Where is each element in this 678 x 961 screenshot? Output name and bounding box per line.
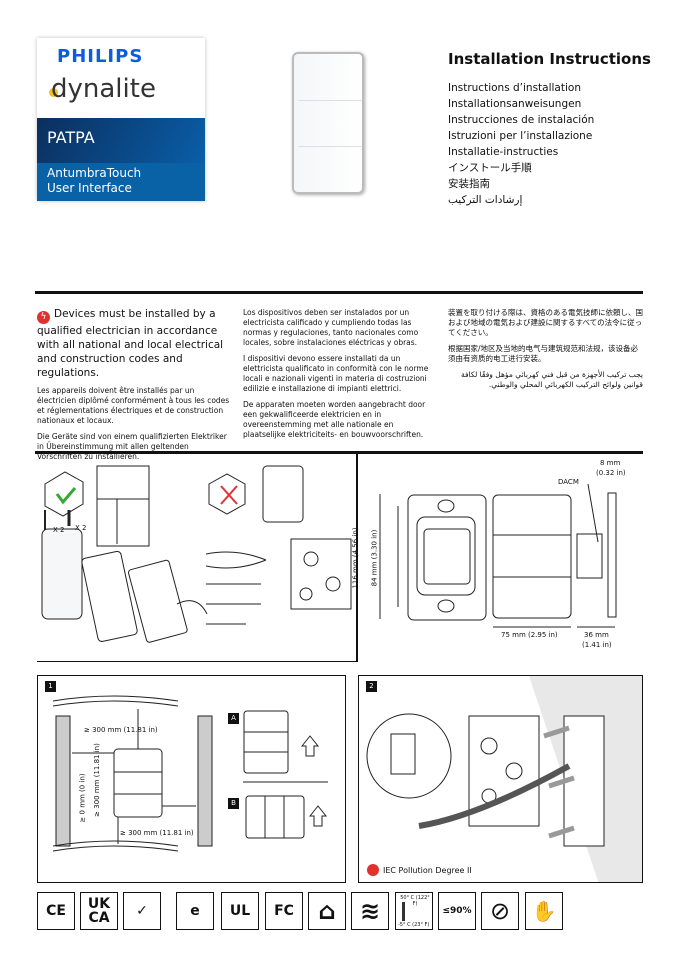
anchor-qty: X 2 — [75, 524, 87, 532]
dim-plate-depth-in: (0.32 in) — [596, 469, 626, 477]
dimensions-drawing — [379, 483, 617, 628]
product-image — [292, 52, 364, 194]
lightning-warning-icon: ϟ — [37, 311, 50, 324]
divider — [35, 291, 643, 294]
warning-es: Los dispositivos deben ser instalados po… — [243, 308, 419, 347]
wiring-drawing — [366, 676, 642, 882]
humidity-icon: ≤90% — [438, 892, 476, 930]
clearance-bottom: ≥ 300 mm (11.81 in) — [120, 829, 194, 837]
dim-depth: 36 mm — [584, 631, 609, 639]
fcc-mark-icon: FC — [265, 892, 303, 930]
step-number: 2 — [366, 681, 377, 692]
dynalite-logo: dynalite — [51, 74, 156, 104]
warning-col-2: Los dispositivos deben ser instalados po… — [243, 308, 433, 446]
contents-illustration — [41, 465, 208, 643]
warning-de: Die Geräte sind von einem qualifizierten… — [37, 432, 227, 461]
warning-fr: Les appareils doivent être installés par… — [37, 386, 230, 425]
required-tools — [171, 454, 358, 662]
dim-height-total: 116 mm (4.56 in) — [351, 527, 360, 589]
indoor-use-icon: ⌂ — [308, 892, 346, 930]
divider — [35, 451, 643, 454]
ukca-mark-icon: UK CA — [80, 892, 118, 930]
dim-height-holes: 84 mm (3.30 in) — [370, 529, 379, 587]
pollution-degree: IEC Pollution Degree II — [383, 866, 472, 875]
dry-cloth-icon: ✋ — [525, 892, 563, 930]
tools-illustration — [205, 465, 352, 625]
dynalite-dot-icon — [49, 88, 58, 97]
dim-width: 75 mm (2.95 in) — [501, 631, 558, 639]
thermometer-icon — [402, 902, 405, 921]
clearance-side-min: ≥ 0 mm (0 in) — [78, 773, 87, 823]
warning-col-3: 装置を取り付ける際は、資格のある電気技師に依頼し、国および地域の電気および建設に… — [448, 308, 643, 396]
lang-title: Installatie-instructies — [448, 146, 559, 158]
product-name-2: User Interface — [47, 181, 132, 195]
temp-max: 50° C (122° F) — [400, 895, 430, 907]
philips-logo: PHILIPS — [57, 46, 144, 67]
language-titles: Instructions d’installation Installation… — [448, 80, 594, 208]
warning-zh: 根据国家/地区及当地的电气与建筑规范和法规，该设备必须由有资质的电工进行安装。 — [448, 344, 639, 363]
lang-title: 安装指南 — [448, 178, 490, 190]
clearance-side-alt: ≥ 300 mm (11.81 in) — [92, 743, 101, 817]
ul-listed-icon: UL — [221, 892, 259, 930]
warning-nl: De apparaten moeten worden aangebracht d… — [243, 400, 426, 439]
clearance-top: ≥ 300 mm (11.81 in) — [84, 726, 158, 734]
warning-ja: 装置を取り付ける際は、資格のある電気技師に依頼し、国および地域の電気および建設に… — [448, 308, 643, 337]
no-spray-icon: ⊘ — [481, 892, 519, 930]
china-rohs-icon: e — [176, 892, 214, 930]
rcm-mark-icon: ✓ — [123, 892, 161, 930]
air-flow-icon: ≋ — [351, 892, 389, 930]
dimensions-panel: 8 mm (0.32 in) DACM 116 mm (4.56 in) 84 … — [352, 454, 643, 662]
temperature-range-icon: 50° C (122° F) -5° C (23° F) — [395, 892, 433, 930]
screw-qty: X 2 — [53, 526, 65, 534]
warning-en: Devices must be installed by a qualified… — [37, 308, 224, 379]
page-title: Installation Instructions — [448, 50, 651, 68]
option-a-label: A — [228, 713, 239, 724]
lang-title: Instructions d’installation — [448, 82, 581, 94]
step-2-panel: 2 IEC Pollution Degree II — [358, 675, 643, 883]
warning-icon — [367, 864, 379, 876]
clearance-drawing — [52, 695, 328, 852]
package-contents: X 2 X 2 — [37, 454, 357, 662]
dim-plate-depth: 8 mm — [600, 459, 621, 467]
warning-it: I dispositivi devono essere installati d… — [243, 354, 429, 393]
lang-title: Istruzioni per l’installazione — [448, 130, 593, 142]
step-number: 1 — [45, 681, 56, 692]
lang-title: إرشادات التركيب — [448, 194, 523, 206]
warning-ar: يجب تركيب الأجهزة من قبل فني كهربائي مؤه… — [460, 370, 643, 389]
lang-title: インストール手順 — [448, 162, 532, 174]
step-1-panel: 1 ≥ 300 mm (11.81 in) ≥ 300 mm (11.81 in… — [37, 675, 346, 883]
ce-mark-icon: CE — [37, 892, 75, 930]
product-name: AntumbraTouch — [47, 166, 142, 180]
lang-title: Installationsanweisungen — [448, 98, 582, 110]
dacm-label: DACM — [558, 478, 579, 486]
dim-depth-in: (1.41 in) — [582, 641, 612, 649]
lang-title: Instrucciones de instalación — [448, 114, 595, 126]
temp-min: -5° C (23° F) — [398, 922, 430, 928]
product-code: PATPA — [37, 118, 205, 163]
option-b-label: B — [228, 798, 239, 809]
